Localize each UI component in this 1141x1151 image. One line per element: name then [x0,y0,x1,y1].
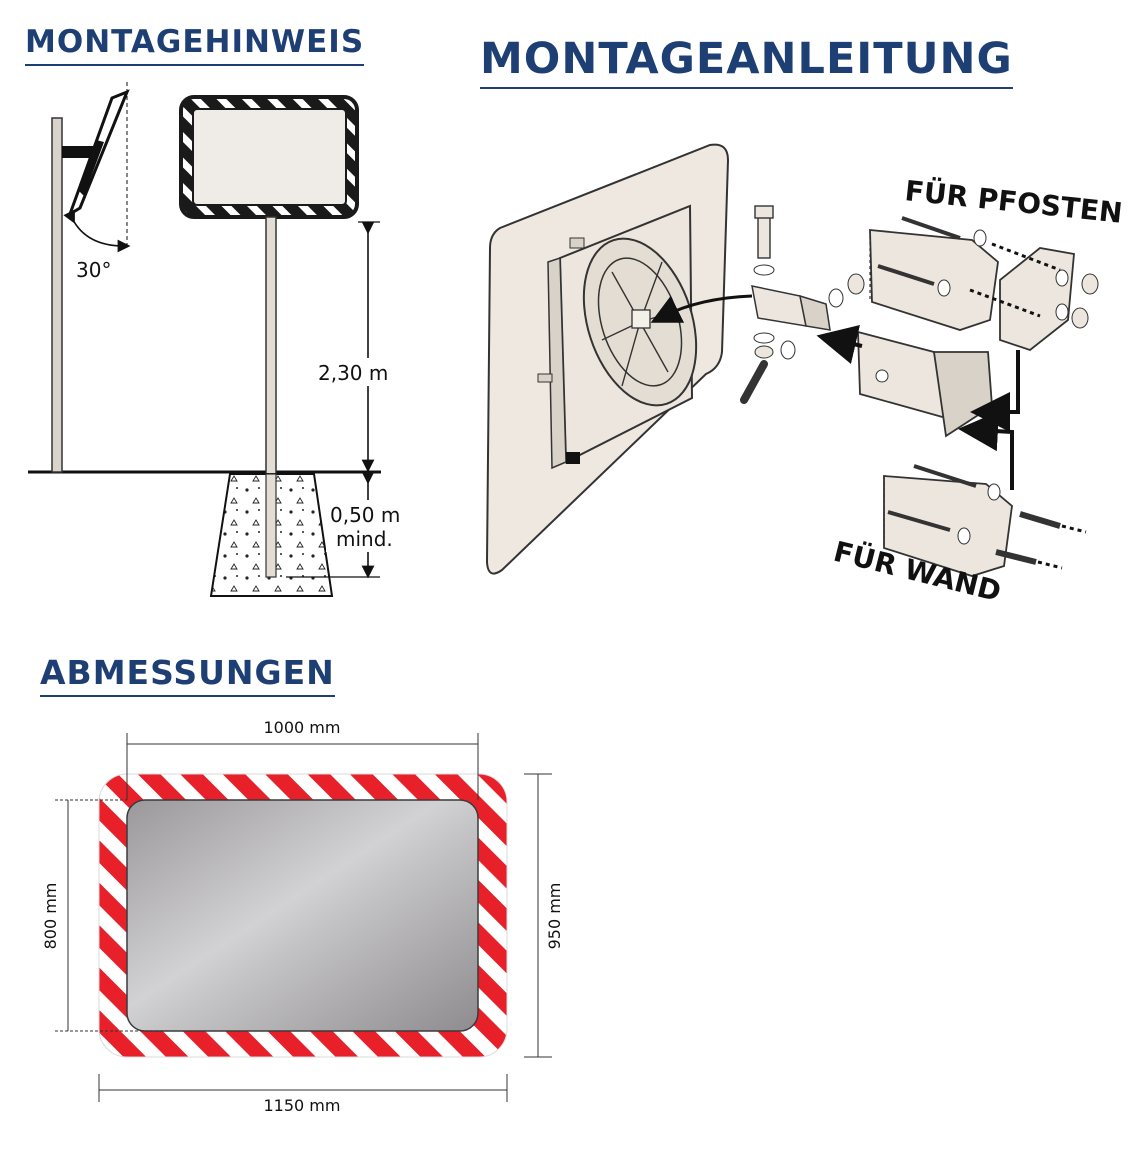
inner-mirror [126,799,479,1032]
wall-screws [887,464,977,532]
mount-arrow [650,294,753,323]
washer [753,332,775,344]
bolt-bottom [740,360,768,404]
depth-note: mind. [336,527,393,551]
height-label-bg [314,358,394,386]
height-label: 2,30 m [318,361,388,385]
bracket-arm [62,146,96,158]
post-nuts [1071,273,1099,329]
sign-mirror [192,108,347,206]
mount-arm [857,330,948,420]
housing-clip [537,373,553,383]
outer-width-label: 1150 mm [264,1096,341,1115]
wall-dowels [995,511,1061,565]
nut [754,345,774,359]
abmessungen-diagram: 1000 mm 1150 mm 800 mm 950 mm [41,718,564,1115]
mount-arm-plate [932,351,993,438]
depth-label: 0,50 m [330,503,400,527]
post-clamp [999,247,1075,352]
nut [847,273,865,295]
post-label: FÜR PFOSTEN [903,173,1124,230]
title-abmessungen-text: ABMESSUNGEN [40,653,335,692]
wall-bracket [883,475,1013,577]
depth-label-bg [326,500,404,552]
title-montagehinweis: MONTAGEHINWEIS [25,24,365,66]
inner-width-label: 1000 mm [264,718,341,737]
angle-label: 30° [76,258,111,282]
title-montageanleitung: MONTAGEANLEITUNG [480,38,1013,89]
title-montageanleitung-text: MONTAGEANLEITUNG [480,34,1013,84]
wall-to-arm-arrow [958,411,1014,490]
arm-arrow [816,325,863,364]
inner-height-label: 800 mm [41,883,60,950]
post-bracket [869,229,999,331]
left-post [51,117,63,473]
mirror-back [78,140,104,196]
washer [828,288,844,308]
washer [753,264,775,276]
wall-assembly-lines [1037,524,1087,570]
wall-washers [957,483,1001,545]
montagehinweis-diagram: 30° 2,30 m 0,50 m mind. [28,82,404,597]
title-underline [40,695,335,697]
arm-hole [875,369,889,383]
outer-height-label: 950 mm [545,883,564,950]
housing-clip [566,452,580,464]
hinge-bracket [751,285,807,327]
title-underline [25,64,365,66]
housing-clip [569,237,585,249]
title-abmessungen: ABMESSUNGEN [40,656,335,697]
title-underline [480,87,1013,89]
montageanleitung-diagram: FÜR PFOSTEN FÜR WAND [485,143,1124,608]
post-to-arm-arrow [970,350,1020,432]
rosette-hub [631,309,651,329]
bolt-top [757,215,771,259]
washer [780,340,796,360]
post-screws [877,216,961,286]
angle-arc-arrow [63,209,131,253]
title-montagehinweis-text: MONTAGEHINWEIS [25,24,365,60]
post-washers [937,229,1069,321]
sign-pole-buried [265,473,277,578]
bolt-head [754,205,774,219]
